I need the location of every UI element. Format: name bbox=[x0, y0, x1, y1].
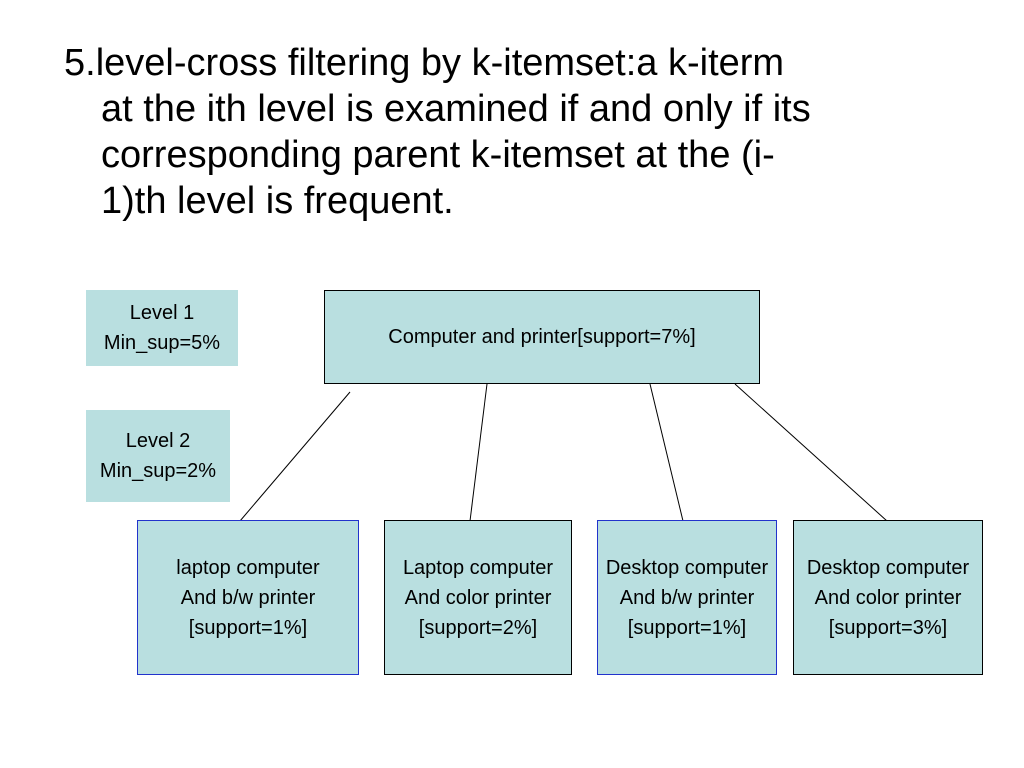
level-1-box: Level 1 Min_sup=5% bbox=[86, 290, 238, 366]
child-4-line-3: [support=3%] bbox=[828, 616, 948, 639]
slide-heading: 5.level-cross filtering by k-itemset:a k… bbox=[64, 40, 994, 224]
child-3-line-3: [support=1%] bbox=[627, 616, 747, 639]
child-1-line-1: laptop computer bbox=[176, 556, 320, 579]
child-2-line-3: [support=2%] bbox=[418, 616, 538, 639]
level-1-min-sup: Min_sup=5% bbox=[103, 332, 221, 354]
level-2-min-sup: Min_sup=2% bbox=[99, 460, 217, 482]
child-node-3: Desktop computer And b/w printer [suppor… bbox=[597, 520, 777, 675]
heading-line-3: corresponding parent k-itemset at the (i… bbox=[101, 134, 775, 176]
connector-to-child-1 bbox=[239, 391, 351, 522]
connector-to-child-2 bbox=[469, 383, 488, 522]
root-node-label: Computer and printer[support=7%] bbox=[388, 326, 696, 348]
child-node-4: Desktop computer And color printer [supp… bbox=[793, 520, 983, 675]
connector-to-child-4 bbox=[734, 383, 888, 522]
child-4-line-2: And color printer bbox=[814, 586, 962, 609]
child-3-line-1: Desktop computer bbox=[605, 556, 769, 579]
heading-line-2: at the ith level is examined if and only… bbox=[101, 88, 811, 130]
child-node-1: laptop computer And b/w printer [support… bbox=[137, 520, 359, 675]
level-1-label: Level 1 bbox=[129, 302, 195, 324]
child-2-line-2: And color printer bbox=[404, 586, 552, 609]
child-1-line-3: [support=1%] bbox=[188, 616, 308, 639]
heading-line-1: 5.level-cross filtering by k-itemset:a k… bbox=[64, 42, 785, 84]
child-1-line-2: And b/w printer bbox=[180, 586, 316, 609]
level-2-box: Level 2 Min_sup=2% bbox=[86, 410, 230, 502]
child-node-2: Laptop computer And color printer [suppo… bbox=[384, 520, 572, 675]
child-3-line-2: And b/w printer bbox=[619, 586, 755, 609]
child-2-line-1: Laptop computer bbox=[402, 556, 554, 579]
root-node: Computer and printer[support=7%] bbox=[324, 290, 760, 384]
child-4-line-1: Desktop computer bbox=[806, 556, 970, 579]
level-2-label: Level 2 bbox=[125, 430, 191, 452]
connector-to-child-3 bbox=[649, 383, 684, 522]
heading-line-4: 1)th level is frequent. bbox=[101, 180, 454, 222]
